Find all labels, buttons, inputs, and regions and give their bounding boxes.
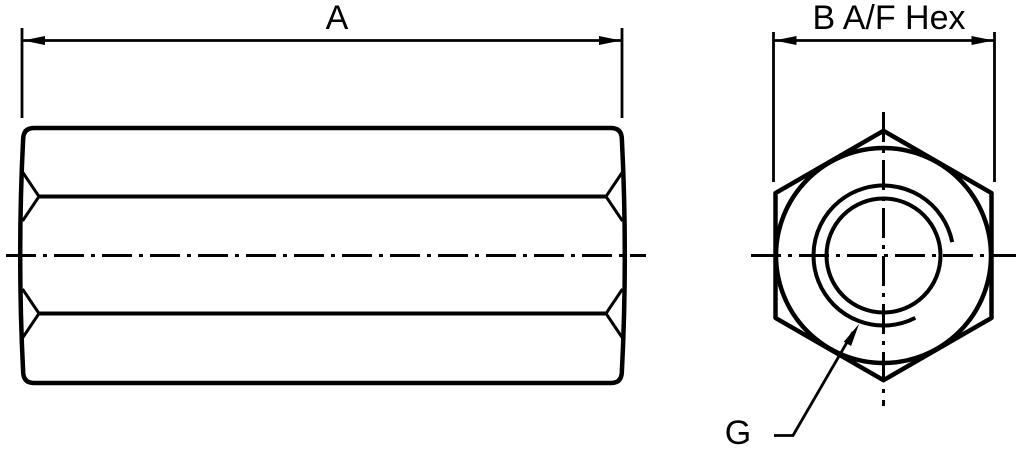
dim-b-label: B A/F Hex — [812, 0, 965, 37]
dim-b-arrow-left — [774, 36, 797, 45]
dim-a-arrow-left — [23, 36, 45, 45]
end-view — [751, 112, 1016, 406]
thread-callout: G — [725, 324, 859, 452]
chamfer-notch-left-top — [21, 171, 41, 222]
dimension-a: A — [20, 0, 624, 118]
hexagon-outline — [773, 128, 994, 383]
leader-line — [774, 331, 855, 437]
side-view — [6, 125, 646, 386]
chamfer-circle — [773, 145, 994, 366]
bore-circle — [824, 196, 943, 315]
dim-a-arrow-right — [599, 36, 621, 45]
chamfer-notch-right-bottom — [604, 288, 624, 339]
chamfer-notch-left-bottom — [21, 288, 41, 339]
dimension-b: B A/F Hex — [772, 0, 996, 182]
dim-a-label: A — [326, 0, 349, 37]
dim-b-arrow-right — [971, 36, 994, 45]
side-view-outline — [17, 125, 628, 386]
chamfer-notch-right-top — [604, 171, 624, 222]
thread-callout-label: G — [725, 414, 751, 452]
thread-arc — [811, 183, 955, 328]
leader-arrowhead — [843, 324, 859, 346]
